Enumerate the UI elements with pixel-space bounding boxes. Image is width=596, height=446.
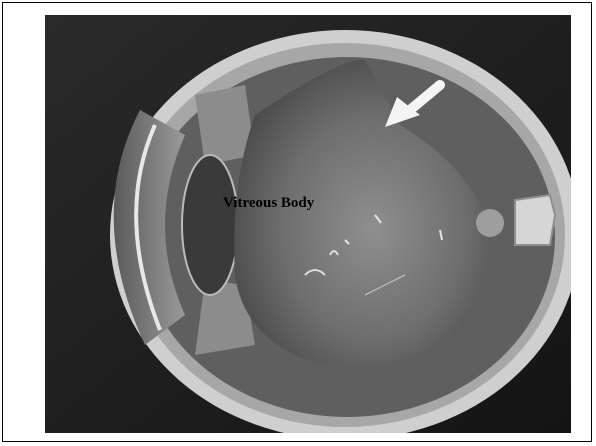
vitreous-body-label: Vitreous Body	[223, 195, 314, 212]
lens	[182, 155, 238, 295]
eye-cross-section-photo	[45, 15, 571, 433]
figure-frame: Vitreous Body	[2, 2, 592, 442]
optic-nerve	[515, 195, 555, 245]
eye-illustration	[45, 15, 571, 433]
optic-disc	[476, 209, 504, 237]
